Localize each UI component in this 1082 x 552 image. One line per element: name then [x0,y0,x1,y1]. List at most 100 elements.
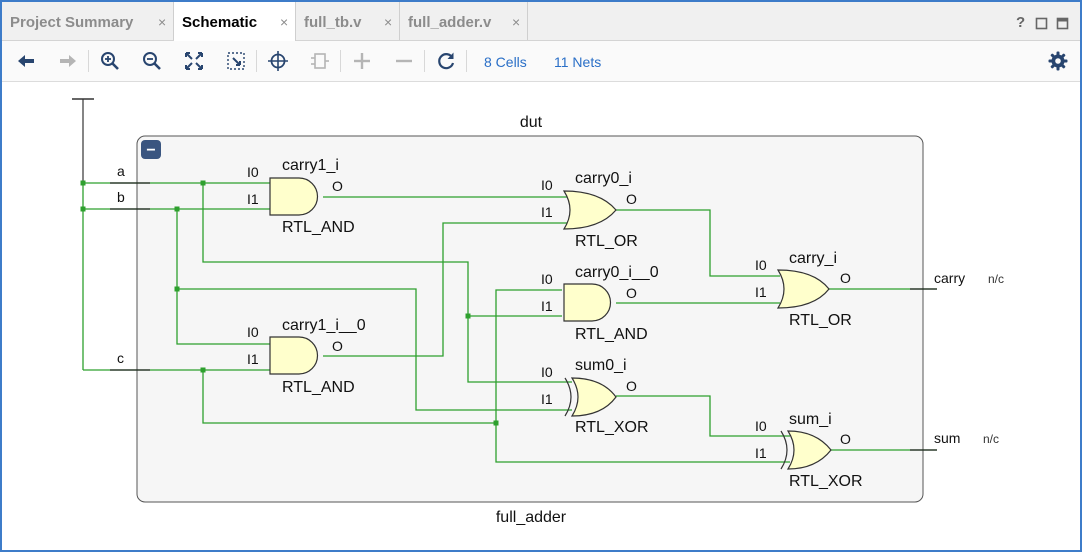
pin-label: I0 [541,364,553,380]
tab-bar: Project Summary × Schematic × full_tb.v … [2,2,1080,41]
pin-label: O [332,338,343,354]
cell-name: carry_i [789,250,837,267]
junction-dot [200,180,206,186]
cell-icon[interactable] [309,50,331,72]
cell-carry0-i-0[interactable]: carry0_i__0 RTL_AND I0 I1 O [541,264,659,343]
port-label-b: b [117,189,125,205]
maximize-icon[interactable] [1056,17,1069,30]
junction-dot [465,313,471,319]
wire[interactable] [202,183,572,383]
cell-name: carry0_i__0 [575,264,659,281]
cell-type: RTL_OR [789,312,852,329]
cell-name: carry1_i__0 [282,317,366,334]
cell-name: sum_i [789,411,832,428]
pin-label: O [626,285,637,301]
port-label-carry: carry [934,270,965,286]
toolbar-separator [424,50,425,72]
pin-label: I0 [541,177,553,193]
tab-label: full_tb.v [304,14,362,31]
nets-count-link[interactable]: 11 Nets [554,54,602,70]
pin-label: I1 [247,191,259,207]
tab-schematic[interactable]: Schematic × [174,2,296,41]
plus-icon[interactable] [351,50,373,72]
pin-label: O [840,431,851,447]
pin-label: I0 [541,271,553,287]
pin-label: O [626,378,637,394]
close-icon[interactable]: × [384,14,393,30]
tab-label: Project Summary [10,14,134,31]
zoom-in-icon[interactable] [99,50,121,72]
refresh-icon[interactable] [435,50,457,72]
toolbar-separator [88,50,89,72]
cell-carry-i[interactable]: carry_i RTL_OR I0 I1 O [755,250,852,329]
tab-project-summary[interactable]: Project Summary × [2,2,174,40]
junction-dot [493,420,499,426]
schematic-canvas[interactable]: dut full_adder − [2,82,1080,550]
tab-full-adder[interactable]: full_adder.v × [400,2,528,40]
settings-gear-icon[interactable] [1047,50,1069,72]
restore-icon[interactable] [1035,17,1048,30]
cell-type: RTL_AND [282,219,355,236]
power-port [72,98,94,183]
cell-type: RTL_OR [575,233,638,250]
wire[interactable] [177,288,572,411]
cell-carry1-i[interactable]: carry1_i RTL_AND I0 I1 O [247,157,355,236]
cell-sum0-i[interactable]: sum0_i RTL_XOR I0 I1 O [541,357,649,436]
cell-carry0-i[interactable]: carry0_i RTL_OR I0 I1 O [541,170,638,250]
zoom-fit-icon[interactable] [183,50,205,72]
pin-label: I1 [755,445,767,461]
toolbar: 8 Cells 11 Nets [2,41,1080,82]
back-icon[interactable] [15,50,37,72]
pin-label: I0 [755,418,767,434]
cell-carry1-i-0[interactable]: carry1_i__0 RTL_AND I0 I1 O [247,317,366,396]
close-icon[interactable]: × [280,14,289,30]
cell-type: RTL_XOR [575,419,649,436]
junction-dot [200,367,206,373]
wire[interactable] [495,423,790,463]
port-status-sum: n/c [983,432,999,446]
pin-label: I1 [541,391,553,407]
help-button[interactable]: ? [1016,14,1026,31]
cell-sum-i[interactable]: sum_i RTL_XOR I0 I1 O [755,411,863,490]
junction-dot [174,286,180,292]
cell-type: RTL_AND [282,379,355,396]
input-port-lines [110,182,150,371]
wire[interactable] [616,395,790,437]
wire-junctions [80,180,499,426]
zoom-out-icon[interactable] [141,50,163,72]
junction-dot [80,206,86,212]
module-box[interactable] [136,135,924,503]
toolbar-separator [256,50,257,72]
port-status-carry: n/c [988,272,1004,286]
cell-type: RTL_XOR [789,473,863,490]
pin-label: O [840,270,851,286]
forward-icon[interactable] [57,50,79,72]
pin-label: I1 [541,204,553,220]
toolbar-separator [466,50,467,72]
module-type-label: full_adder [496,509,567,526]
pin-label: I0 [755,257,767,273]
tab-label: Schematic [182,14,258,31]
cell-name: carry0_i [575,170,632,187]
cells-count-link[interactable]: 8 Cells [484,54,527,70]
wire[interactable] [176,209,270,345]
tab-label: full_adder.v [408,14,492,31]
wire[interactable] [616,209,780,277]
zoom-area-icon[interactable] [225,50,247,72]
wire[interactable] [323,222,570,357]
close-icon[interactable]: × [158,14,167,30]
pin-label: I1 [541,298,553,314]
port-label-sum: sum [934,430,960,446]
close-icon[interactable]: × [512,14,521,30]
junction-dot [174,206,180,212]
pin-label: I0 [247,164,259,180]
pin-label: I1 [755,284,767,300]
junction-dot [80,180,86,186]
tab-full-tb[interactable]: full_tb.v × [296,2,400,40]
crosshair-icon[interactable] [267,50,289,72]
port-label-a: a [117,163,125,179]
minus-icon[interactable] [393,50,415,72]
schematic-diagram[interactable]: dut full_adder − [2,82,1080,550]
collapse-button[interactable]: − [141,140,161,159]
